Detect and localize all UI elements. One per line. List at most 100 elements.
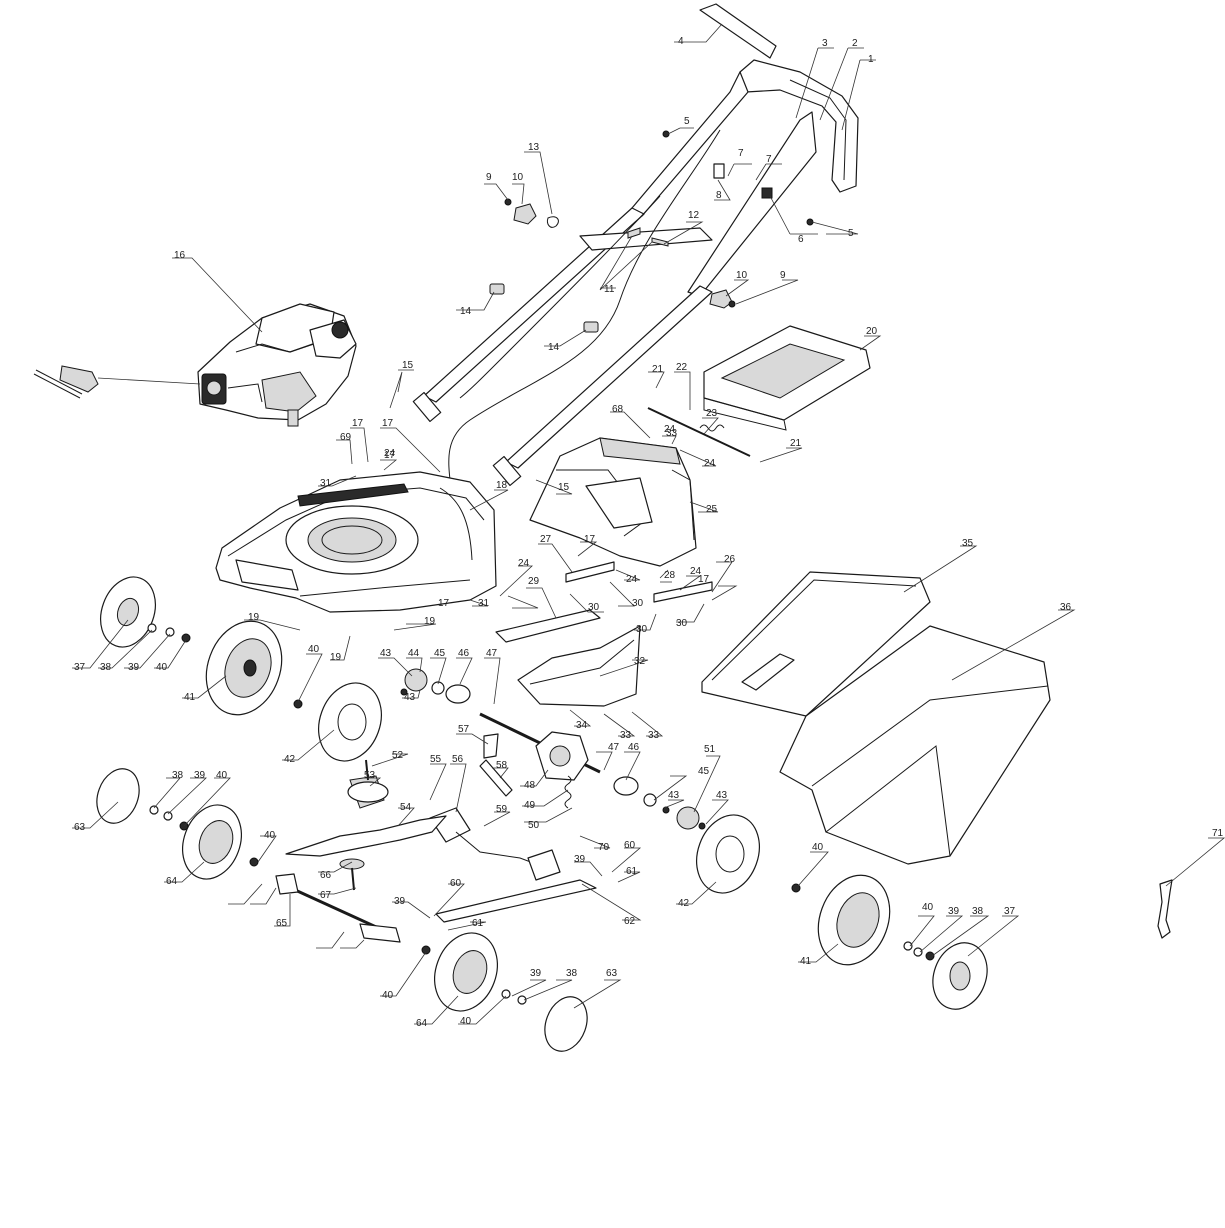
callout-label: 34	[576, 720, 588, 731]
callout-label: 58	[496, 760, 508, 771]
control-cable	[448, 129, 721, 501]
callout-label: 24	[384, 448, 396, 459]
plug-wrench	[59, 365, 99, 393]
callout-label: 26	[724, 554, 736, 565]
hubcap-front-right	[544, 996, 588, 1052]
callout-label: 5	[848, 228, 854, 239]
callout-label: 18	[496, 480, 508, 491]
hubcap-front-left	[96, 768, 140, 824]
callout-label: 14	[460, 306, 472, 317]
callout-label: 47	[486, 648, 498, 659]
callout-label: 17	[698, 574, 710, 585]
callout-label: 50	[528, 820, 540, 831]
callout-label: 38	[972, 906, 984, 917]
callout-label: 37	[1004, 906, 1016, 917]
rear-guard	[495, 325, 871, 707]
height-rod	[435, 879, 597, 923]
lower-handle-right	[505, 285, 713, 469]
callout-label: 38	[100, 662, 112, 673]
callout-label: 19	[248, 612, 260, 623]
callout-label: 40	[382, 990, 394, 1001]
callout-label: 43	[404, 692, 416, 703]
callout-label: 3	[822, 38, 828, 49]
callout-label: 25	[706, 504, 718, 515]
callout-label: 59	[496, 804, 508, 815]
callout-label: 49	[524, 800, 536, 811]
handle-grip	[699, 3, 777, 59]
callout-label: 69	[340, 432, 352, 443]
callout-label: 54	[400, 802, 412, 813]
callout-label: 30	[588, 602, 600, 613]
callout-label: 21	[652, 364, 664, 375]
callout-label: 7	[766, 154, 772, 165]
callout-label: 13	[528, 142, 540, 153]
callout-label: 16	[174, 250, 186, 261]
callout-label: 9	[486, 172, 492, 183]
callout-label: 45	[698, 766, 710, 777]
callout-label: 40	[922, 902, 934, 913]
wheel-disc-right	[696, 814, 760, 894]
callout-label: 2	[852, 38, 858, 49]
callout-label: 46	[628, 742, 640, 753]
callout-label: 12	[688, 210, 700, 221]
wrench	[1157, 879, 1173, 939]
callout-label: 17	[352, 418, 364, 429]
callout-label: 23	[706, 408, 718, 419]
callout-labels: 1234556778991010111213141415151617171717…	[74, 36, 1224, 1029]
handle-assembly	[412, 3, 859, 501]
callout-label: 20	[866, 326, 878, 337]
callout-label: 6	[798, 234, 804, 245]
callout-label: 40	[460, 1016, 472, 1027]
callout-label: 40	[216, 770, 228, 781]
callout-label: 66	[320, 870, 332, 881]
callout-label: 40	[812, 842, 824, 853]
callout-label: 67	[320, 890, 332, 901]
callout-label: 38	[172, 770, 184, 781]
callout-label: 24	[626, 574, 638, 585]
callout-label: 7	[738, 148, 744, 159]
callout-label: 24	[704, 458, 716, 469]
callout-label: 43	[716, 790, 728, 801]
callout-label: 29	[528, 576, 540, 587]
wheels	[96, 576, 988, 1052]
upper-handle	[739, 59, 859, 193]
callout-label: 39	[394, 896, 406, 907]
spanner	[1157, 879, 1173, 939]
callout-label: 28	[664, 570, 676, 581]
callout-label: 52	[392, 750, 404, 761]
callout-label: 15	[402, 360, 414, 371]
callout-label: 43	[668, 790, 680, 801]
cutting-blade	[285, 815, 447, 857]
callout-label: 60	[624, 840, 636, 851]
callout-label: 24	[664, 424, 676, 435]
callout-label: 17	[584, 534, 596, 545]
callout-label: 5	[684, 116, 690, 127]
grass-bag	[701, 571, 1051, 865]
callout-label: 60	[450, 878, 462, 889]
callout-label: 39	[574, 854, 586, 865]
grassbag-cloth	[779, 625, 1051, 865]
callout-label: 19	[424, 616, 436, 627]
callout-label: 31	[478, 598, 490, 609]
callout-label: 65	[276, 918, 288, 929]
callout-label: 17	[382, 418, 394, 429]
callout-label: 15	[558, 482, 570, 493]
callout-label: 47	[608, 742, 620, 753]
callout-label: 44	[408, 648, 420, 659]
upper-handle-rail	[631, 71, 749, 217]
callout-label: 45	[434, 648, 446, 659]
callout-label: 57	[458, 724, 470, 735]
callout-label: 10	[736, 270, 748, 281]
callout-label: 30	[636, 624, 648, 635]
callout-label: 35	[962, 538, 974, 549]
callout-label: 27	[540, 534, 552, 545]
callout-label: 64	[166, 876, 178, 887]
callout-label: 24	[518, 558, 530, 569]
callout-label: 63	[606, 968, 618, 979]
blade	[285, 759, 447, 891]
callout-label: 4	[678, 36, 684, 47]
drive-assembly	[275, 668, 706, 943]
callout-label: 64	[416, 1018, 428, 1029]
callout-label: 41	[184, 692, 196, 703]
callout-label: 63	[74, 822, 86, 833]
